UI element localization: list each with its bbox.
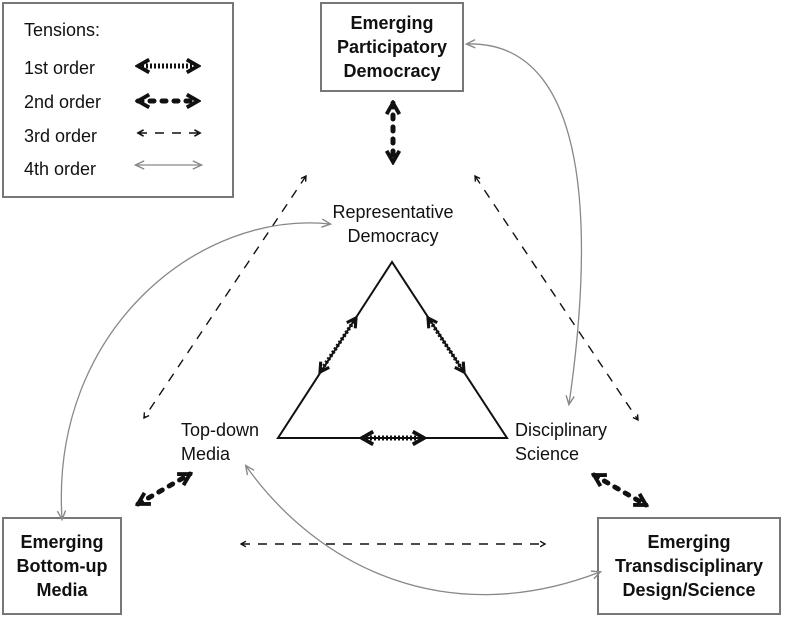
tension-2nd-bottomup-topdown — [138, 471, 190, 507]
node-emerging-participatory-democracy: Emerging Participatory Democracy — [320, 2, 464, 92]
tension-4th-participatory-disciplinary — [464, 39, 583, 407]
tension-4th-topdown-transdisciplinary — [244, 464, 603, 596]
node-disciplinary-science: Disciplinary Science — [515, 418, 635, 466]
node-line: Emerging — [20, 532, 104, 552]
node-line: Bottom-up — [16, 556, 108, 576]
node-line: Democracy — [343, 61, 441, 81]
node-line: Design/Science — [622, 580, 756, 600]
legend-title: Tensions: — [24, 20, 101, 40]
tension-4th-representative-bottomup — [56, 218, 333, 522]
node-line: Disciplinary — [515, 420, 608, 440]
node-line: Science — [515, 444, 580, 464]
tension-3rd-participatory-disciplinary — [474, 174, 639, 422]
tension-3rd-participatory-topdown — [143, 174, 307, 420]
tension-1st-representative-disciplinary — [428, 318, 464, 372]
node-line: Participatory — [336, 37, 448, 57]
node-line: Democracy — [347, 226, 439, 246]
node-emerging-transdisciplinary-design-science: Emerging Transdisciplinary Design/Scienc… — [597, 517, 781, 615]
legend-label-4th-order: 4th order — [24, 159, 97, 179]
tension-1st-representative-topdown — [320, 318, 356, 372]
node-emerging-bottom-up-media: Emerging Bottom-up Media — [2, 517, 122, 615]
node-line: Transdisciplinary — [614, 556, 764, 576]
inner-triangle — [276, 260, 509, 439]
legend-label-2nd-order: 2nd order — [24, 92, 102, 112]
node-line: Media — [36, 580, 88, 600]
legend-label-1st-order: 1st order — [24, 58, 96, 78]
legend-label-3rd-order: 3rd order — [24, 126, 98, 146]
node-representative-democracy: Representative Democracy — [318, 200, 468, 248]
node-line: Emerging — [350, 13, 434, 33]
tension-2nd-disciplinary-transdisciplinary — [594, 472, 646, 508]
node-line: Emerging — [647, 532, 731, 552]
node-line: Representative — [332, 202, 454, 222]
